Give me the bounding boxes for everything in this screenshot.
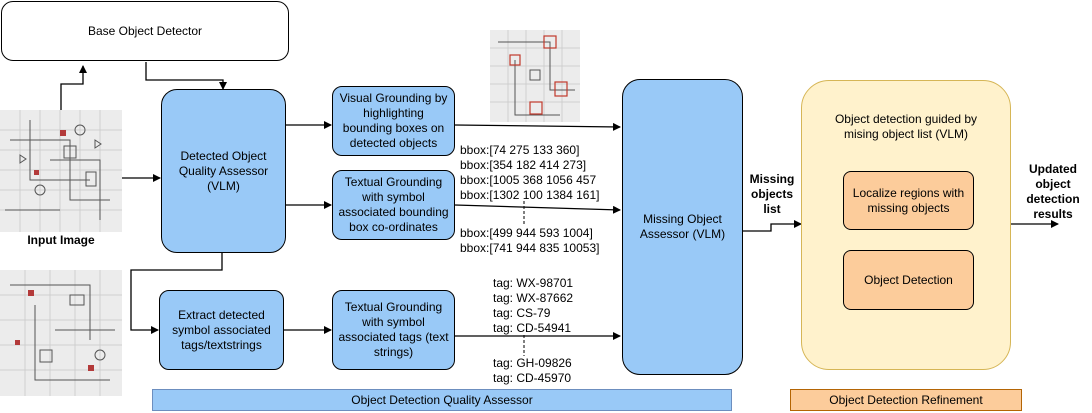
section-quality-assessor-label: Object Detection Quality Assessor [351,392,533,407]
highlighted-image [490,30,580,122]
missing-objects-list-label: Missing objects list [749,172,795,216]
arrow-bbox-to-missing [454,204,621,214]
bbox-item: bbox:[1302 100 1384 161] [460,188,600,202]
tag-item: tag: CS-79 [493,306,551,320]
textual-grounding-bbox-label: Textual Grounding with symbol associated… [338,175,449,234]
extract-tags-label: Extract detected symbol associated tags/… [172,307,271,352]
bbox-item: bbox:[74 275 133 360] [460,143,580,157]
section-quality-assessor: Object Detection Quality Assessor [152,389,732,411]
localize-label: Localize regions with missing objects [852,185,965,215]
textual-grounding-tags-node: Textual Grounding with symbol associated… [332,290,455,370]
bbox-list-bottom: bbox:[499 944 593 1004] bbox:[741 944 83… [460,226,599,256]
tag-item: tag: CD-54941 [493,321,572,335]
bbox-item: bbox:[499 944 593 1004] [460,226,593,240]
tag-item: tag: CD-45970 [493,371,572,385]
bbox-list-top: bbox:[74 275 133 360] bbox:[354 182 414 … [460,143,599,203]
arrow-visual-to-missing [454,122,621,131]
arrow-assessor-to-extract [130,253,223,334]
arrow-input-to-base [60,65,87,110]
quality-assessor-node: Detected Object Quality Assessor (VLM) [161,89,286,253]
arrow-base-to-assessor [145,62,227,90]
quality-assessor-label: Detected Object Quality Assessor (VLM) [178,148,269,193]
visual-grounding-label: Visual Grounding by highlighting boundin… [339,91,448,150]
input-image-label: Input Image [27,233,95,247]
extract-tags-node: Extract detected symbol associated tags/… [159,290,284,370]
missing-object-assessor-node: Missing Object Assessor (VLM) [622,79,743,375]
tag-item: tag: WX-98701 [493,276,574,290]
tag-list-top: tag: WX-98701 tag: WX-87662 tag: CS-79 t… [493,276,573,336]
highlighted-thumbnail [490,30,580,122]
object-detection-node: Object Detection [843,250,974,310]
updated-results-label: Updated object detection results [1026,162,1080,221]
visual-grounding-node: Visual Grounding by highlighting boundin… [332,86,455,156]
textual-grounding-bbox-node: Textual Grounding with symbol associated… [332,170,455,240]
object-detection-label: Object Detection [864,272,953,287]
base-detector-label: Base Object Detector [87,23,203,38]
bbox-item: bbox:[354 182 414 273] [460,158,587,172]
input-image [0,110,122,232]
section-refinement: Object Detection Refinement [790,389,1022,411]
section-refinement-label: Object Detection Refinement [829,392,983,407]
tag-list-bottom: tag: GH-09826 tag: CD-45970 [493,356,572,386]
pid-diagram-thumbnail [0,110,122,232]
input-image-copy [0,270,122,396]
arrow-missing-to-refine [743,220,802,232]
missing-assessor-label: Missing Object Assessor (VLM) [639,212,726,241]
tag-item: tag: WX-87662 [493,291,574,305]
tag-item: tag: GH-09826 [493,356,572,370]
bbox-item: bbox:[741 944 835 10053] [460,241,600,255]
refinement-panel [801,80,1011,370]
base-object-detector: Base Object Detector [1,1,289,61]
pid-diagram-thumbnail-copy [0,270,122,396]
localize-regions-node: Localize regions with missing objects [843,171,974,230]
refinement-title: Object detection guided by mising object… [834,112,978,141]
bbox-item: bbox:[1005 368 1056 457 [460,173,597,187]
textual-grounding-tags-label: Textual Grounding with symbol associated… [338,300,449,359]
